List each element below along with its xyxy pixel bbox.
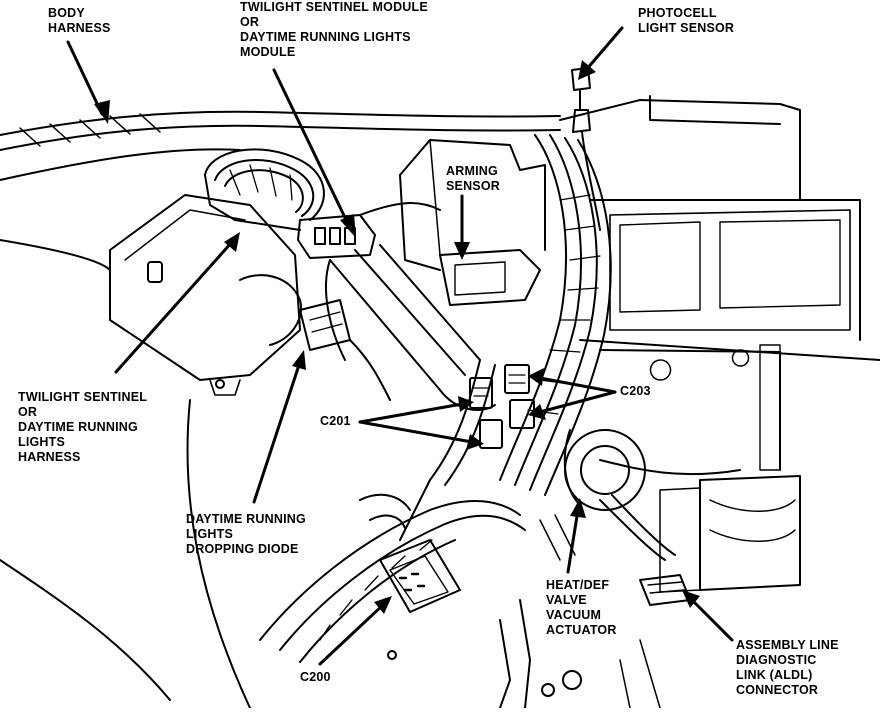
- heat-def-area: [499, 429, 691, 709]
- body-harness-bundle: [0, 110, 561, 181]
- arrow-heads: [94, 60, 700, 614]
- label-twilight-module: TWILIGHT SENTINEL MODULE OR DAYTIME RUNN…: [240, 0, 428, 59]
- label-c201: C201: [320, 414, 351, 428]
- label-twilight-harness: TWILIGHT SENTINEL OR DAYTIME RUNNING LIG…: [18, 390, 148, 464]
- module-wire-coil: [204, 148, 325, 231]
- label-photocell: PHOTOCELL LIGHT SENSOR: [638, 6, 735, 35]
- label-c200: C200: [300, 670, 331, 684]
- label-arming-sensor: ARMING SENSOR: [446, 164, 500, 193]
- label-heat-def: HEAT/DEF VALVE VACUUM ACTUATOR: [546, 578, 617, 637]
- label-dropping-diode: DAYTIME RUNNING LIGHTS DROPPING DIODE: [186, 512, 306, 556]
- label-body-harness: BODY HARNESS: [48, 6, 111, 35]
- label-c203: C203: [620, 384, 651, 398]
- c200-harness: [259, 493, 526, 663]
- module-bracket: [109, 194, 301, 396]
- leader-arrows: [66, 26, 734, 666]
- dash-outline: [0, 95, 880, 709]
- label-aldl: ASSEMBLY LINE DIAGNOSTIC LINK (ALDL) CON…: [736, 638, 839, 697]
- steering-column: [324, 139, 546, 411]
- c201-c203-connectors: [469, 364, 535, 449]
- dropping-diode-wires: [239, 274, 391, 401]
